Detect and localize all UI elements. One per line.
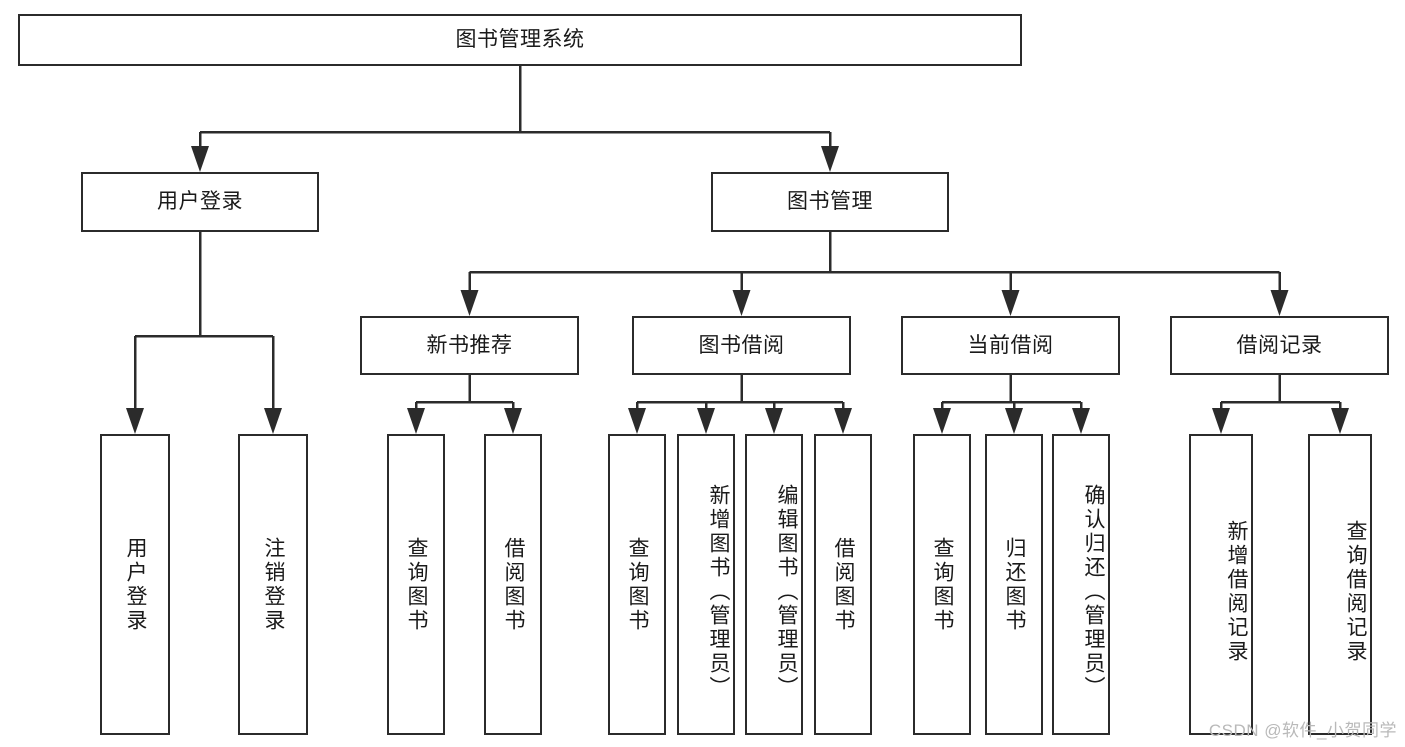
node-label: 确认归还（管理员） [1082, 483, 1105, 700]
node-label: 当前借阅 [967, 333, 1054, 357]
node-book-mgmt[interactable]: 图书管理 [711, 172, 949, 232]
node-label: 查询图书 [931, 536, 954, 633]
node-leaf-add-record[interactable]: 新增借阅记录 [1189, 434, 1253, 735]
node-new-book-rec[interactable]: 新书推荐 [360, 316, 579, 375]
node-leaf-query-book-1[interactable]: 查询图书 [387, 434, 445, 735]
node-label: 归还图书 [1003, 536, 1026, 633]
node-leaf-logout[interactable]: 注销登录 [238, 434, 308, 735]
watermark: CSDN @软件_小贺同学 [1208, 721, 1397, 740]
node-label: 图书借阅 [698, 333, 785, 357]
node-label: 查询借阅记录 [1344, 519, 1367, 664]
node-login[interactable]: 用户登录 [81, 172, 319, 232]
node-borrow-record[interactable]: 借阅记录 [1170, 316, 1389, 375]
node-leaf-query-book-3[interactable]: 查询图书 [913, 434, 971, 735]
node-label: 用户登录 [124, 536, 147, 633]
node-leaf-query-book-2[interactable]: 查询图书 [608, 434, 666, 735]
node-label: 查询图书 [405, 536, 428, 633]
node-label: 编辑图书（管理员） [775, 483, 798, 700]
node-label: 新书推荐 [426, 333, 513, 357]
node-leaf-return-book[interactable]: 归还图书 [985, 434, 1043, 735]
node-label: 图书管理 [787, 190, 873, 214]
node-leaf-borrow-book-1[interactable]: 借阅图书 [484, 434, 542, 735]
node-label: 查询图书 [626, 536, 649, 633]
node-book-borrow[interactable]: 图书借阅 [632, 316, 851, 375]
node-label: 图书管理系统 [455, 28, 585, 52]
node-current-borrow[interactable]: 当前借阅 [901, 316, 1120, 375]
node-leaf-add-book[interactable]: 新增图书（管理员） [677, 434, 735, 735]
node-label: 新增借阅记录 [1225, 519, 1248, 664]
node-leaf-confirm-return[interactable]: 确认归还（管理员） [1052, 434, 1110, 735]
node-leaf-user-login[interactable]: 用户登录 [100, 434, 170, 735]
node-root[interactable]: 图书管理系统 [18, 14, 1022, 66]
node-label: 用户登录 [157, 190, 243, 214]
node-leaf-edit-book[interactable]: 编辑图书（管理员） [745, 434, 803, 735]
node-label: 注销登录 [262, 536, 285, 633]
node-leaf-borrow-book-2[interactable]: 借阅图书 [814, 434, 872, 735]
node-label: 借阅记录 [1236, 333, 1323, 357]
node-label: 借阅图书 [832, 536, 855, 633]
node-label: 借阅图书 [502, 536, 525, 633]
node-leaf-query-record[interactable]: 查询借阅记录 [1308, 434, 1372, 735]
node-label: 新增图书（管理员） [707, 483, 730, 700]
